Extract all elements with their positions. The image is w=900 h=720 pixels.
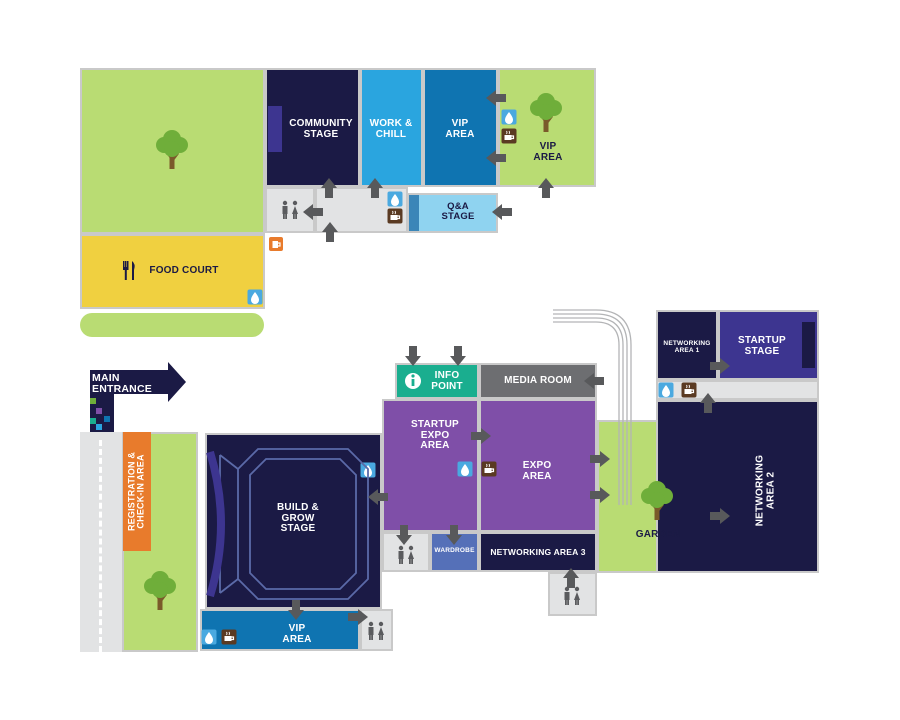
media-room-label: MEDIA ROOM xyxy=(504,375,572,386)
coffee-icon xyxy=(680,381,698,399)
water-icon xyxy=(201,629,217,645)
vip-area-bottom-label: VIP AREA xyxy=(282,623,312,645)
startup-expo-label: STARTUP EXPO AREA xyxy=(411,419,459,451)
green-strip xyxy=(80,313,264,337)
coffee-icon xyxy=(480,460,498,478)
restroom-icon xyxy=(282,200,298,219)
main-entrance-label: MAIN ENTRANCE xyxy=(92,372,152,396)
work-chill-area[interactable] xyxy=(360,68,423,187)
expo-area[interactable] xyxy=(479,399,597,532)
coffee-icon xyxy=(386,207,404,225)
walkway-lines xyxy=(553,309,632,505)
cutlery-icon xyxy=(123,261,135,280)
build-grow-stage-label: BUILD & GROW STAGE xyxy=(277,502,319,534)
corridor-right xyxy=(656,380,819,400)
expo-area-label: EXPO AREA xyxy=(522,460,552,482)
qa-stage-area[interactable] xyxy=(408,193,498,233)
arrow-icon xyxy=(288,90,730,625)
restroom-icon xyxy=(564,586,580,605)
startup-stage-label: STARTUP STAGE xyxy=(738,335,786,357)
water-icon xyxy=(457,461,473,477)
stage-curtain xyxy=(206,450,225,598)
road-lane-marking xyxy=(99,440,102,652)
networking-area-2[interactable] xyxy=(656,400,819,573)
restroom-icon xyxy=(368,621,384,640)
media-room-area[interactable] xyxy=(479,363,597,399)
food-court-label: FOOD COURT xyxy=(149,265,219,276)
vip-area-garden-label: VIP AREA xyxy=(533,141,563,163)
water-icon xyxy=(501,109,517,125)
food-court-area[interactable] xyxy=(80,234,265,309)
tree-icon xyxy=(528,91,564,134)
beer-icon xyxy=(269,237,283,251)
networking-area-3[interactable] xyxy=(479,532,597,572)
stage-marker xyxy=(268,106,282,152)
tree-icon xyxy=(639,479,675,522)
networking-area-1[interactable] xyxy=(656,310,718,380)
networking-area-1-label: NETWORKING AREA 1 xyxy=(663,340,711,354)
chevron-arrow-icon xyxy=(90,362,186,432)
info-point-label: INFO POINT xyxy=(431,370,463,392)
garden-label: GARDEN xyxy=(635,529,681,540)
networking-area-3-label: NETWORKING AREA 3 xyxy=(490,547,586,557)
vip-area-top-label: VIP AREA xyxy=(445,118,475,140)
community-stage-label: COMMUNITY STAGE xyxy=(289,118,353,140)
water-icon xyxy=(658,382,674,398)
registration-banner[interactable] xyxy=(123,432,151,551)
qa-stage-marker xyxy=(409,195,419,231)
tree-icon xyxy=(142,569,178,612)
networking-area-2-label: NETWORKING AREA 2 xyxy=(754,454,777,527)
restroom-icon xyxy=(398,545,414,564)
coffee-icon xyxy=(220,628,238,646)
startup-stage-marker xyxy=(802,322,815,368)
work-chill-label: WORK & CHILL xyxy=(369,118,413,140)
water-icon xyxy=(247,289,263,305)
info-icon xyxy=(405,373,421,389)
tree-icon xyxy=(154,128,190,171)
qa-stage-label: Q&A STAGE xyxy=(441,201,475,222)
water-icon xyxy=(387,191,403,207)
wardrobe-label: WARDROBE xyxy=(434,547,475,554)
vip-area-top[interactable] xyxy=(423,68,498,187)
coffee-icon xyxy=(500,127,518,145)
registration-label: REGISTRATION & CHECK-IN AREA xyxy=(126,451,146,532)
build-grow-hall[interactable] xyxy=(205,433,382,609)
